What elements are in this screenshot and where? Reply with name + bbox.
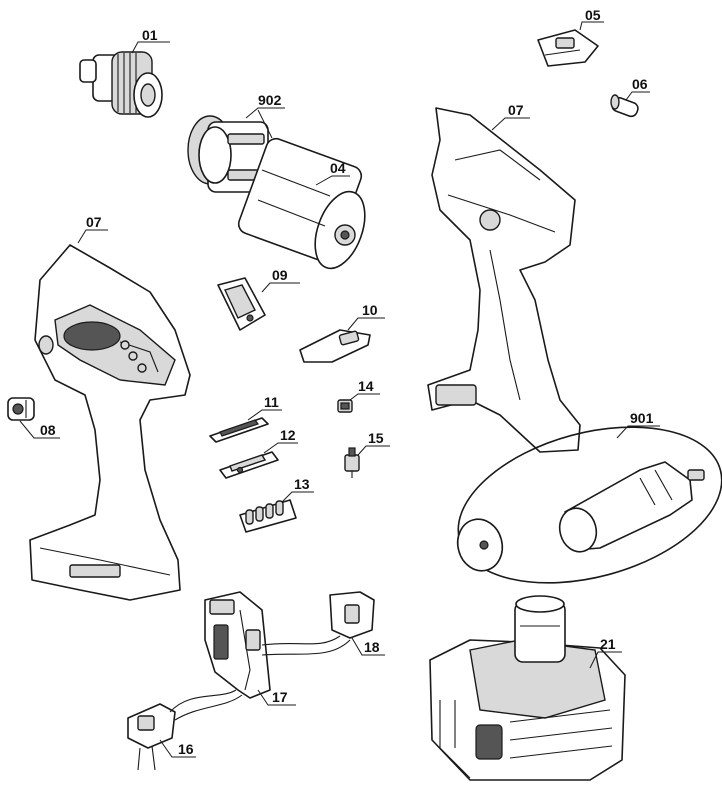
part-902-gearbox [187,115,269,193]
callout-07-right: 07 [508,102,524,118]
part-12-contact-plate [219,451,279,479]
part-07-housing-left [29,244,191,601]
callout-11: 11 [264,394,279,410]
callout-04: 04 [330,160,346,176]
part-09-indicator [217,277,266,331]
part-11-contact-strip [209,417,269,443]
part-901-auxiliary-handle [456,426,722,584]
callout-05: 05 [585,7,601,23]
part-14-clip [337,399,353,413]
callout-12: 12 [280,427,296,443]
part-06-bushing [610,94,639,118]
callout-01: 01 [142,27,158,43]
callout-21: 21 [600,636,616,652]
callout-17: 17 [272,689,288,705]
callout-13: 13 [294,476,310,492]
part-17-main-switch [204,591,271,699]
callout-07-left: 07 [86,214,102,230]
part-01-drill-chuck [79,51,163,118]
part-04-motor [237,137,366,270]
callout-15: 15 [368,430,384,446]
part-15-knob [344,447,360,478]
callout-18: 18 [364,639,380,655]
part-05-switch [537,29,599,67]
callout-06: 06 [632,76,648,92]
part-18-motor-contacts [261,591,375,656]
callout-16: 16 [178,741,194,757]
callout-902: 902 [258,92,282,108]
part-21-battery-pack [429,595,626,781]
part-16-battery-terminal [127,689,243,771]
callout-901: 901 [630,410,654,426]
callout-14: 14 [358,378,374,394]
part-10-slider [299,329,371,363]
callout-09: 09 [272,267,288,283]
part-08-nut [7,397,35,421]
callout-10: 10 [362,302,378,318]
part-07-housing-right [427,107,581,453]
callout-08: 08 [40,422,56,438]
part-13-terminal-block [239,499,297,533]
